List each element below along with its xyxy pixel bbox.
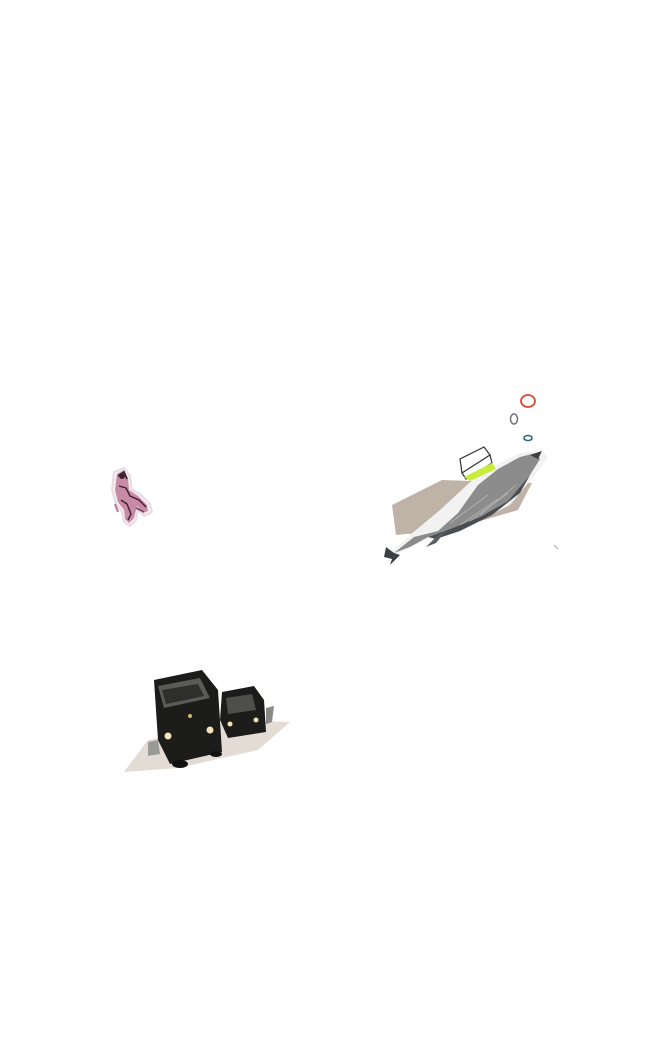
- rickshaw-illustration: [124, 670, 290, 772]
- rickshaw-cutout: [118, 660, 298, 785]
- red-bubble-icon: [520, 394, 536, 408]
- gray-bubble-icon: [509, 413, 519, 425]
- pink-figure-illustration: [110, 466, 154, 528]
- whale-illustration: [384, 394, 559, 565]
- whale-cutout: [380, 385, 570, 565]
- rear-rickshaw: [220, 686, 274, 738]
- front-rickshaw: [148, 670, 222, 768]
- teal-bubble-icon: [523, 434, 533, 442]
- pink-figure-cutout: [100, 460, 170, 550]
